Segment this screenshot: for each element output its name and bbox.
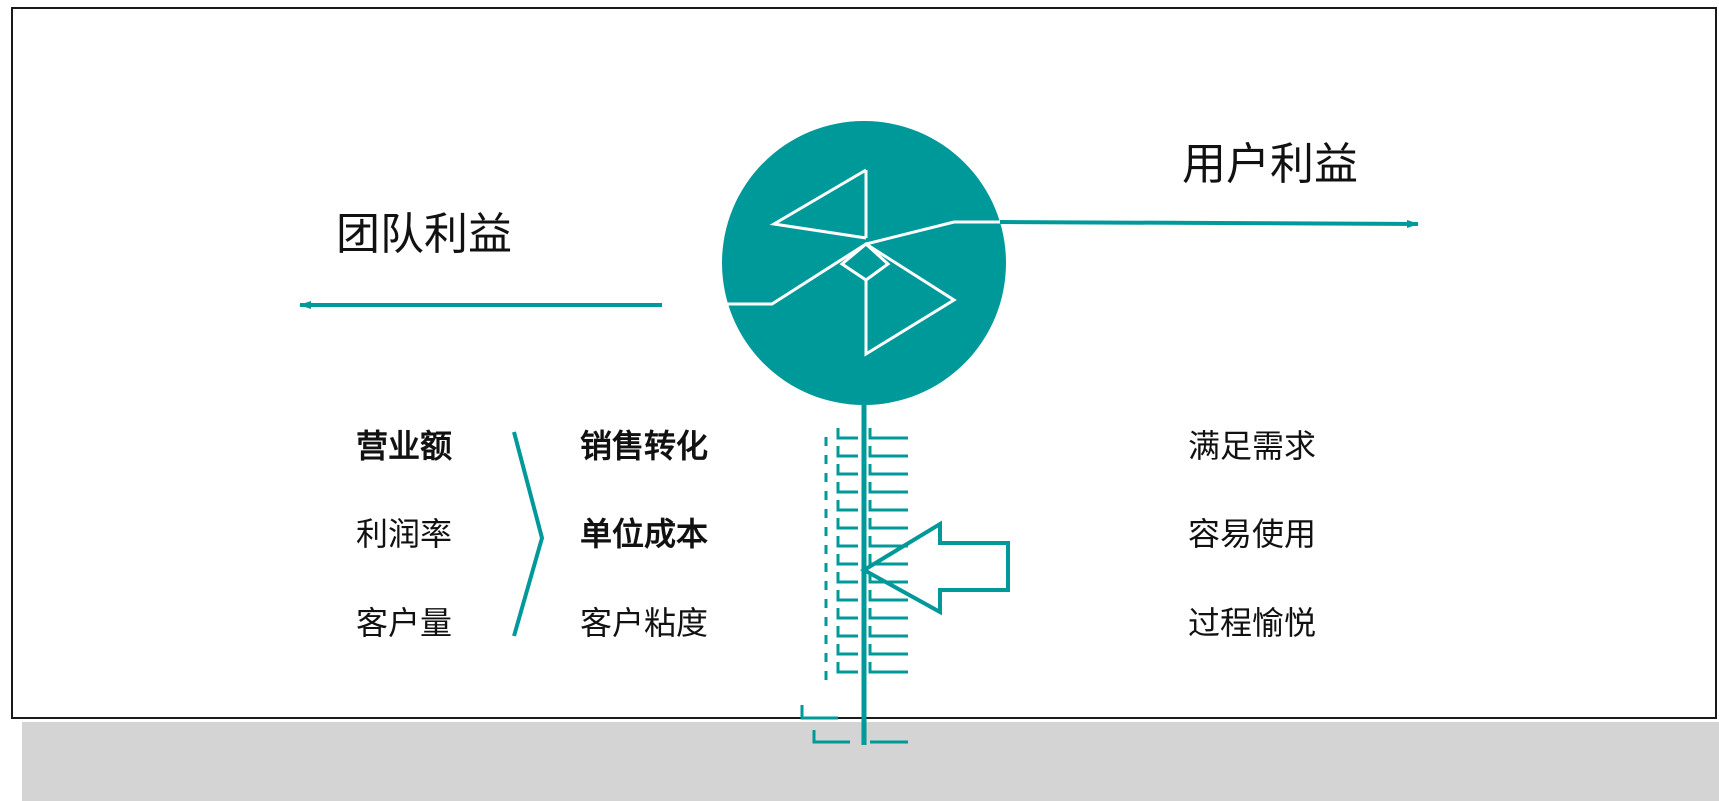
brick-wall: [800, 428, 908, 744]
team-interest-label: 团队利益: [336, 209, 512, 260]
user-interest-arrow: [999, 219, 1419, 228]
user-interest-label: 用户利益: [1182, 139, 1358, 190]
valve-circle: [722, 121, 1006, 405]
frame-shadow: [22, 722, 1719, 801]
driver-sales-conversion: 销售转化: [580, 427, 709, 465]
push-arrow: [860, 520, 1010, 616]
metric-profit-margin: 利润率: [356, 515, 453, 553]
need-pleasant-process: 过程愉悦: [1188, 604, 1317, 642]
driver-unit-cost: 单位成本: [580, 515, 709, 553]
need-satisfy-demand: 满足需求: [1188, 427, 1317, 465]
metric-customer-count: 客户量: [356, 604, 453, 642]
driver-customer-stickiness: 客户粘度: [580, 604, 709, 642]
metric-revenue: 营业额: [356, 427, 453, 465]
metrics-bracket: [512, 431, 545, 637]
need-easy-to-use: 容易使用: [1188, 515, 1317, 553]
valve-icon: [724, 168, 1000, 357]
